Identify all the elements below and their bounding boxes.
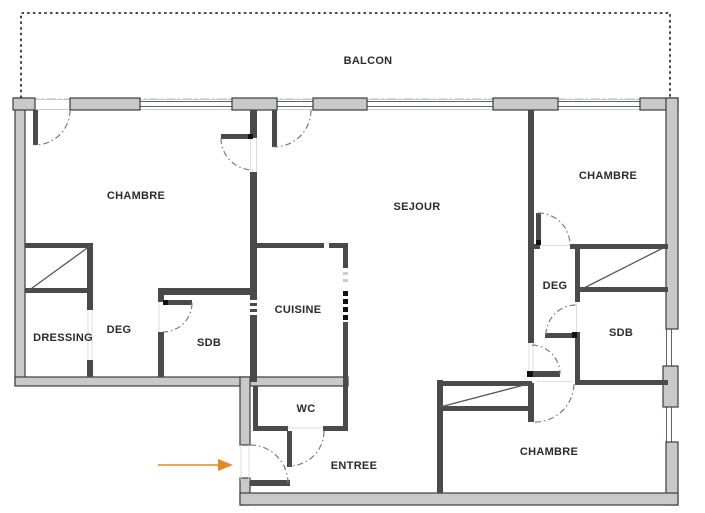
opening-guides bbox=[87, 138, 577, 481]
room-label-balcon: BALCON bbox=[343, 55, 393, 67]
room-label-chambre-ne: CHAMBRE bbox=[578, 170, 638, 182]
room-label-deg-east: DEG bbox=[542, 280, 568, 292]
closet-diagonals bbox=[27, 245, 666, 408]
balcony-outline bbox=[20, 12, 671, 98]
windows bbox=[139, 101, 672, 443]
door-hinges bbox=[163, 134, 577, 377]
door-leaves bbox=[33, 110, 577, 467]
duct-marks bbox=[250, 243, 348, 320]
room-label-sdb-west: SDB bbox=[196, 337, 222, 349]
room-label-dressing: DRESSING bbox=[33, 332, 93, 344]
room-label-deg-west: DEG bbox=[106, 324, 132, 336]
room-label-sdb-east: SDB bbox=[608, 327, 634, 339]
interior-walls bbox=[25, 110, 668, 493]
exterior-walls bbox=[12, 97, 679, 506]
room-label-chambre-nw: CHAMBRE bbox=[106, 190, 166, 202]
entry-arrow bbox=[158, 459, 233, 471]
room-label-wc: WC bbox=[296, 403, 316, 415]
door-swing-arcs bbox=[34, 109, 577, 484]
room-label-cuisine: CUISINE bbox=[274, 304, 322, 316]
room-label-chambre-se: CHAMBRE bbox=[519, 446, 579, 458]
room-label-entree: ENTREE bbox=[330, 460, 378, 472]
room-label-sejour: SEJOUR bbox=[393, 201, 441, 213]
